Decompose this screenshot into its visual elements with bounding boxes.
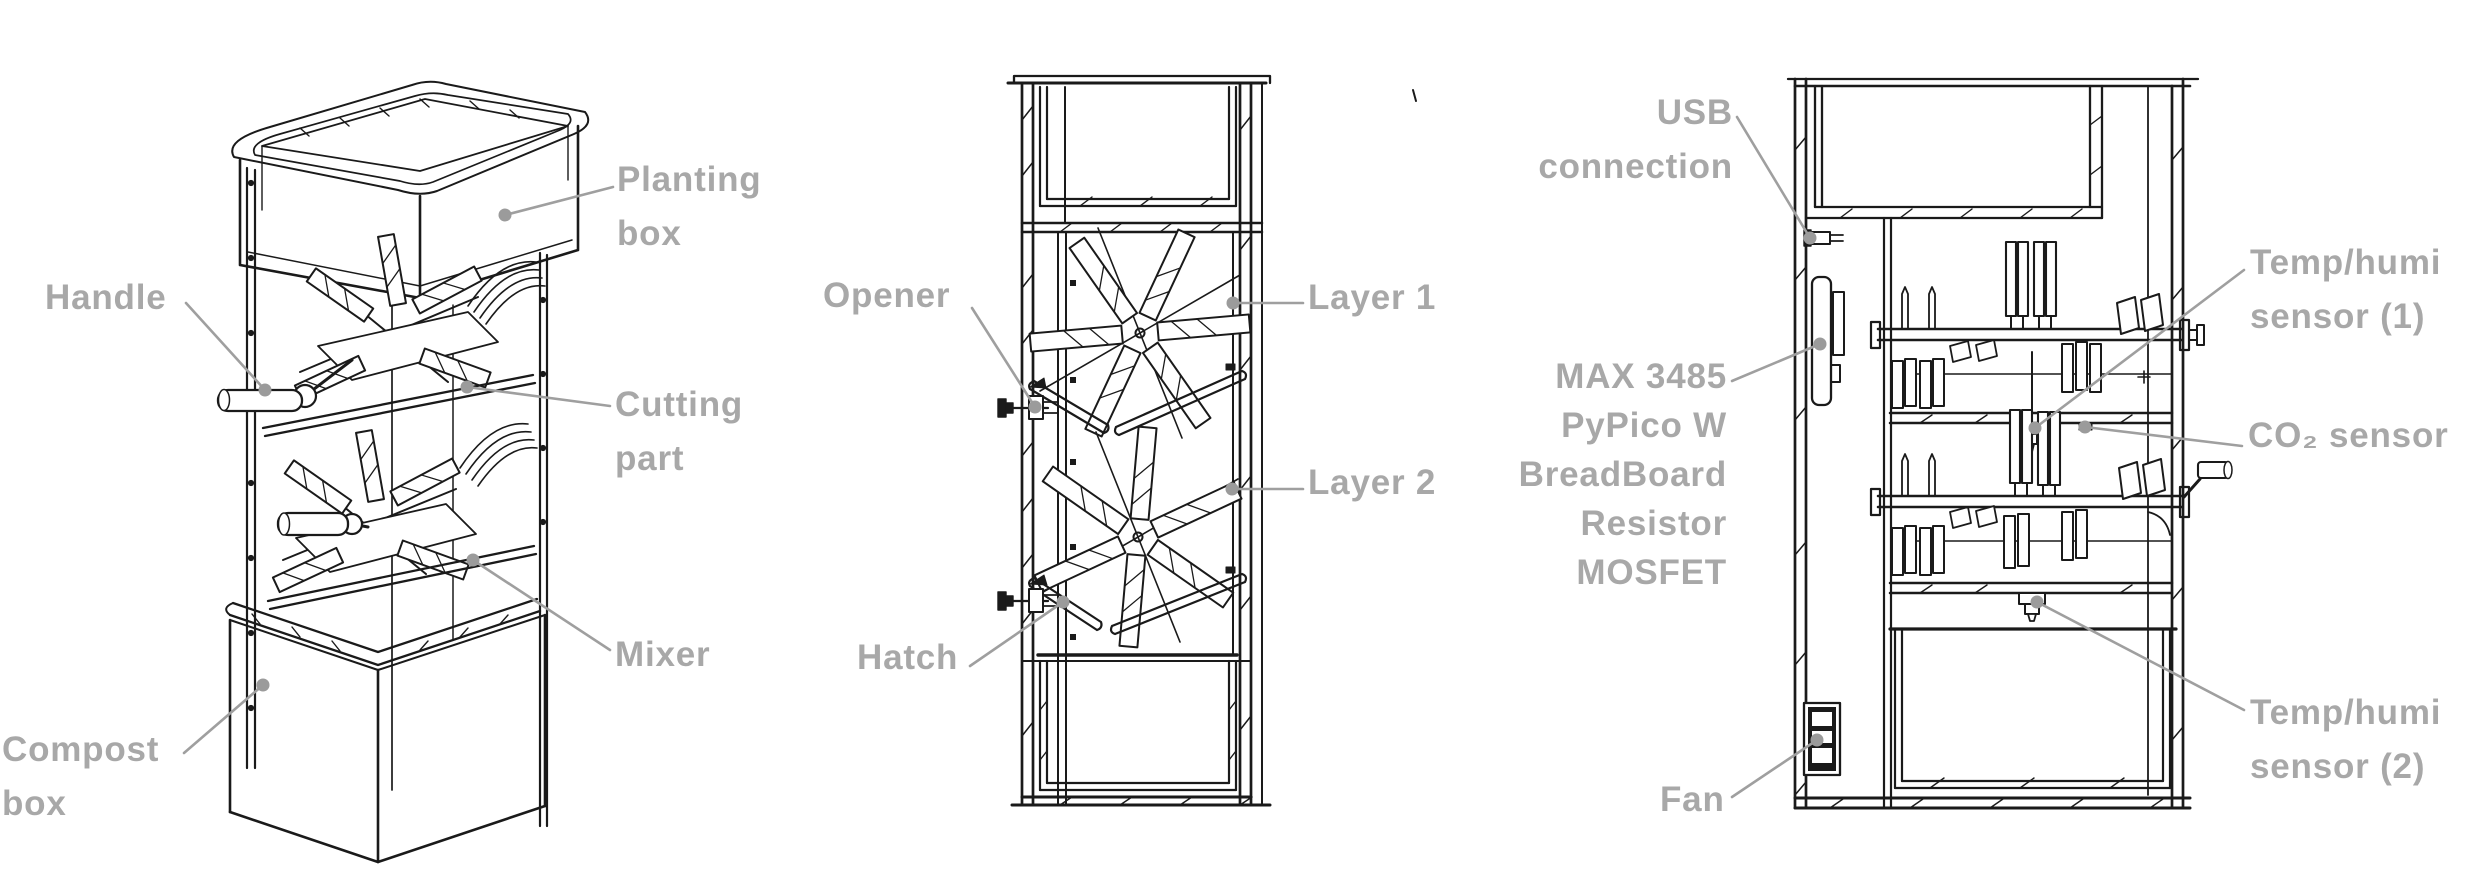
mixer-assembly-2 xyxy=(266,429,538,611)
leader-temp-humi-2 xyxy=(2030,595,2246,712)
leader-co2 xyxy=(2078,420,2244,448)
label-line: sensor (1) xyxy=(2250,297,2426,336)
isometric-view-drawing xyxy=(216,80,590,864)
planting-box-drawing xyxy=(231,80,590,300)
leader-lines xyxy=(182,115,2246,799)
label-line: Cutting xyxy=(615,385,744,424)
label-hatch: Hatch xyxy=(857,631,958,685)
leader-cutting-part xyxy=(460,380,612,408)
label-line: Layer 1 xyxy=(1308,278,1437,317)
label-cutting-part: Cutting part xyxy=(615,378,743,486)
label-usb-connection: USB connection xyxy=(1538,86,1733,194)
label-line: PyPico W xyxy=(1561,406,1727,445)
leader-compost-box xyxy=(182,678,270,755)
label-line: Planting xyxy=(617,160,762,199)
label-line: Compost xyxy=(2,730,160,769)
leader-usb-connection xyxy=(1735,115,1817,245)
label-layer-2: Layer 2 xyxy=(1308,456,1436,510)
label-temp-humi-sensor-1: Temp/humi sensor (1) xyxy=(2250,236,2441,344)
opener-knob-2 xyxy=(997,588,1059,613)
shelf-2 xyxy=(1888,581,2174,595)
handle-drawing xyxy=(216,358,354,413)
shaft-assembly-2 xyxy=(1869,408,2233,576)
compost-box-drawing xyxy=(225,597,547,864)
leader-layer-2 xyxy=(1225,482,1305,496)
leader-layer-1 xyxy=(1226,296,1305,310)
label-line: Opener xyxy=(823,276,951,315)
spring-arcs xyxy=(459,260,546,487)
label-handle: Handle xyxy=(45,271,167,325)
leader-electronics xyxy=(1730,337,1827,383)
star-mixer-1 xyxy=(1028,227,1252,439)
label-line: BreadBoard xyxy=(1518,455,1727,494)
label-compost-box: Compost box xyxy=(2,723,159,831)
label-line: box xyxy=(617,214,682,253)
ramp-1 xyxy=(1028,363,1248,437)
leader-fan xyxy=(1730,733,1824,799)
leader-mixer xyxy=(466,553,612,652)
label-line: Mixer xyxy=(615,635,711,674)
star-mixer-2 xyxy=(1033,425,1243,649)
label-line: MAX 3485 xyxy=(1555,357,1727,396)
label-line: Hatch xyxy=(857,638,959,677)
label-co2-sensor: CO₂ sensor xyxy=(2248,409,2449,463)
label-fan: Fan xyxy=(1660,773,1725,827)
leader-opener xyxy=(970,306,1042,414)
leader-planting-box xyxy=(498,185,615,222)
wall-hatch-ticks-right xyxy=(1794,136,2184,796)
side-section-drawing xyxy=(1786,77,2233,810)
label-electronics-stack: MAX 3485 PyPico W BreadBoard Resistor MO… xyxy=(1519,352,1727,597)
label-temp-humi-sensor-2: Temp/humi sensor (2) xyxy=(2250,686,2441,794)
label-line: part xyxy=(615,439,685,478)
mixer-assembly-1 xyxy=(216,233,537,438)
label-mixer: Mixer xyxy=(615,628,710,682)
wall-hatch-ticks xyxy=(1021,105,1252,737)
planting-box-side xyxy=(1804,84,2104,220)
leader-handle xyxy=(184,301,272,397)
compost-box-side xyxy=(1793,627,2192,810)
screw-marks xyxy=(1070,280,1076,640)
planting-box-section xyxy=(1038,85,1238,224)
stray-mark xyxy=(1412,89,1417,102)
label-line: MOSFET xyxy=(1576,553,1727,592)
leader-temp-humi-1 xyxy=(2028,268,2246,435)
shaft-assembly-1 xyxy=(1869,240,2205,413)
label-line: USB xyxy=(1656,93,1733,132)
label-line: CO₂ sensor xyxy=(2248,416,2449,455)
label-line: Resistor xyxy=(1580,504,1727,543)
compost-box-section xyxy=(1010,653,1272,807)
label-line: Temp/humi xyxy=(2250,693,2442,732)
electronics-board-drawing xyxy=(1810,275,1845,407)
label-line: Layer 2 xyxy=(1308,463,1437,502)
front-section-drawing xyxy=(997,74,1417,807)
label-line: Handle xyxy=(45,278,167,317)
label-layer-1: Layer 1 xyxy=(1308,271,1436,325)
label-line: sensor (2) xyxy=(2250,747,2426,786)
label-opener: Opener xyxy=(823,269,950,323)
label-planting-box: Planting box xyxy=(617,153,761,261)
label-line: connection xyxy=(1538,147,1733,186)
leader-hatch xyxy=(968,595,1070,668)
label-line: Fan xyxy=(1660,780,1725,819)
label-line: Temp/humi xyxy=(2250,243,2442,282)
label-line: box xyxy=(2,784,67,823)
